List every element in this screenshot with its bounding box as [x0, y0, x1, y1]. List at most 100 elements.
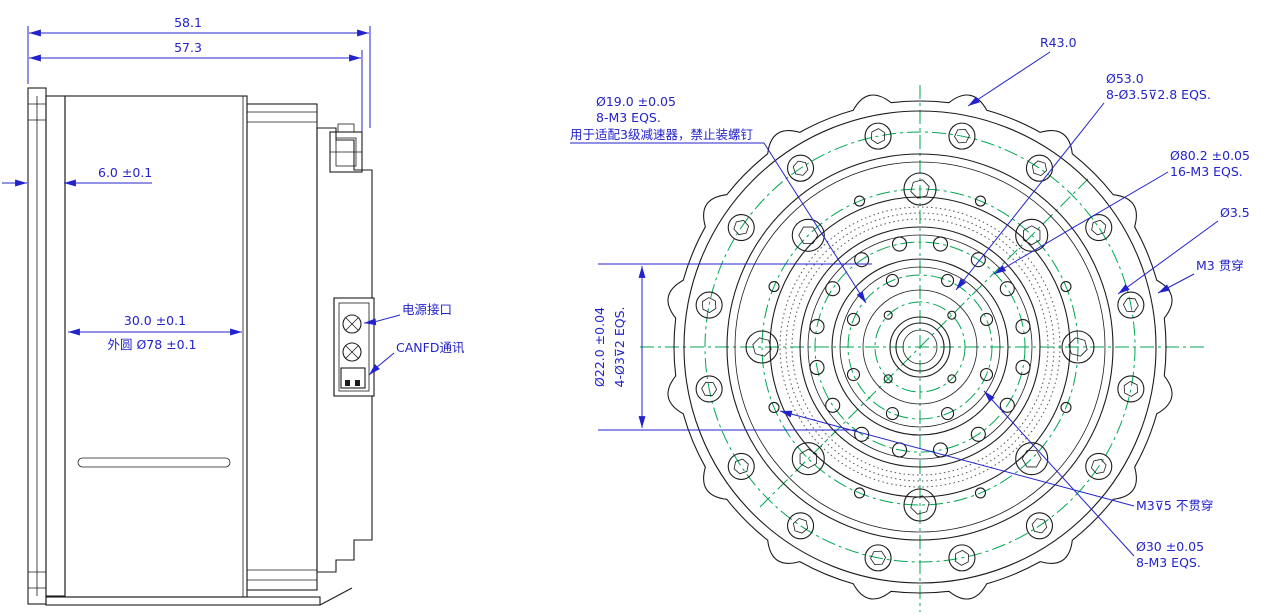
front-view-annotations: Ø19.0 ±0.05 8-M3 EQS. 用于适配3级减速器，禁止装螺钉 R4… — [570, 35, 1250, 570]
hex-socket — [792, 160, 809, 176]
dim-outer-circle-78: 外圆 Ø78 ±0.1 — [107, 337, 196, 352]
d3-hole — [883, 374, 893, 384]
hex-socket — [1021, 450, 1042, 468]
hex-socket — [1090, 458, 1107, 474]
dim-d3-5: Ø3.5 — [1220, 205, 1250, 220]
hex-socket — [793, 517, 809, 534]
hex-socket — [1068, 337, 1088, 357]
dim-30-0: 30.0 ±0.1 — [124, 313, 186, 328]
hex-socket — [1031, 160, 1047, 177]
hex-socket — [798, 226, 819, 244]
outer-bolt — [695, 291, 723, 319]
hex-socket — [1122, 297, 1139, 313]
inner-m3-hole — [885, 406, 899, 421]
mid-cap-screw — [791, 442, 825, 476]
mid-cap-screw — [1061, 330, 1095, 364]
hex-socket — [799, 448, 817, 469]
d3-hole — [947, 374, 957, 384]
m3-hole — [1015, 359, 1031, 376]
hex-socket — [870, 550, 887, 566]
mid-cap-screw — [903, 488, 937, 522]
m3-hole — [999, 281, 1015, 297]
hex-socket — [733, 458, 749, 475]
front-view-circles — [683, 110, 1157, 584]
d3-hole — [947, 310, 957, 320]
hex-socket — [1031, 518, 1048, 534]
outer-bolt — [1025, 512, 1053, 540]
front-view-centerlines — [640, 85, 1205, 612]
mid-cap-screw — [1015, 218, 1049, 252]
m3-hole — [825, 281, 841, 297]
outer-bolt — [864, 544, 892, 572]
d3-hole — [883, 310, 893, 320]
outer-bolt — [727, 214, 755, 242]
dim-d53-line1: Ø53.0 — [1106, 71, 1144, 86]
dim-m3-through: M3 贯穿 — [1196, 258, 1244, 273]
scalloped-rim — [667, 94, 1173, 600]
hex-socket — [701, 297, 717, 314]
dim-d30-line1: Ø30 ±0.05 — [1136, 539, 1204, 554]
m3-hole — [932, 236, 949, 252]
mid-cap-screw — [791, 218, 825, 252]
dim-d30-line2: 8-M3 EQS. — [1136, 555, 1201, 570]
inner-m3-hole — [885, 273, 899, 288]
inner-m3-hole — [846, 368, 861, 382]
outer-bolt — [787, 512, 815, 540]
m3-hole — [809, 318, 825, 335]
power-leader — [363, 314, 401, 326]
canfd-connector — [340, 367, 366, 389]
hex-socket — [752, 337, 772, 357]
hex-socket — [954, 549, 970, 566]
dim-d53-line2: 8-Ø3.5⊽2.8 EQS. — [1106, 87, 1211, 102]
label-power-port: 电源接口 — [402, 302, 452, 317]
d80-leader — [993, 171, 1169, 275]
connector-block — [333, 297, 375, 397]
outer-bolt — [695, 375, 723, 403]
mid-small-hole — [853, 195, 866, 207]
body-slot — [77, 457, 231, 468]
outer-bolt — [787, 154, 815, 182]
dim-r43: R43.0 — [1040, 35, 1077, 50]
m3-through-leader — [1157, 273, 1195, 294]
dim-d22-line1: Ø22.0 ±0.04 — [592, 307, 607, 387]
dim-d80-line1: Ø80.2 ±0.05 — [1170, 148, 1250, 163]
mid-small-hole — [1060, 401, 1072, 414]
m3-hole — [970, 252, 986, 268]
power-pin-2 — [342, 342, 362, 362]
side-view-dimensions: 58.1 57.3 6.0 ±0.1 30.0 ±0.1 外圆 Ø78 ±0.1… — [2, 15, 465, 376]
hex-socket — [1023, 225, 1041, 246]
outer-bolt — [948, 122, 976, 150]
outer-bolt — [864, 122, 892, 150]
power-pin-1 — [342, 314, 362, 334]
outer-bolt — [1025, 154, 1053, 182]
m3-hole — [932, 442, 949, 458]
dim-6-0: 6.0 ±0.1 — [98, 165, 152, 180]
r43-leader — [967, 51, 1051, 107]
m3-hole — [891, 236, 908, 252]
m3-hole — [854, 252, 870, 268]
mid-small-hole — [768, 401, 780, 414]
inner-m3-hole — [979, 312, 994, 326]
d30-leader — [983, 390, 1135, 557]
label-canfd: CANFD通讯 — [396, 340, 465, 355]
mid-small-hole — [974, 487, 987, 499]
outer-bolt — [727, 452, 755, 480]
inner-m3-hole — [941, 273, 955, 288]
m3-hole — [1015, 318, 1031, 335]
m3-hole — [825, 397, 841, 413]
mid-cap-screw — [903, 172, 937, 206]
outer-bolt — [948, 544, 976, 572]
dim-d19-note: 用于适配3级减速器，禁止装螺钉 — [570, 127, 753, 142]
d53-leader — [955, 102, 1105, 291]
dim-d19-line1: Ø19.0 ±0.05 — [596, 94, 676, 109]
side-view-outline — [27, 87, 375, 606]
hex-socket — [1123, 380, 1139, 397]
m3-blind-leader — [779, 410, 1135, 507]
outer-bolt — [1085, 452, 1113, 480]
inner-m3-hole — [941, 406, 955, 421]
d3-5-leader — [1117, 220, 1219, 295]
mid-small-hole — [974, 195, 987, 207]
mid-cap-screw — [745, 330, 779, 364]
